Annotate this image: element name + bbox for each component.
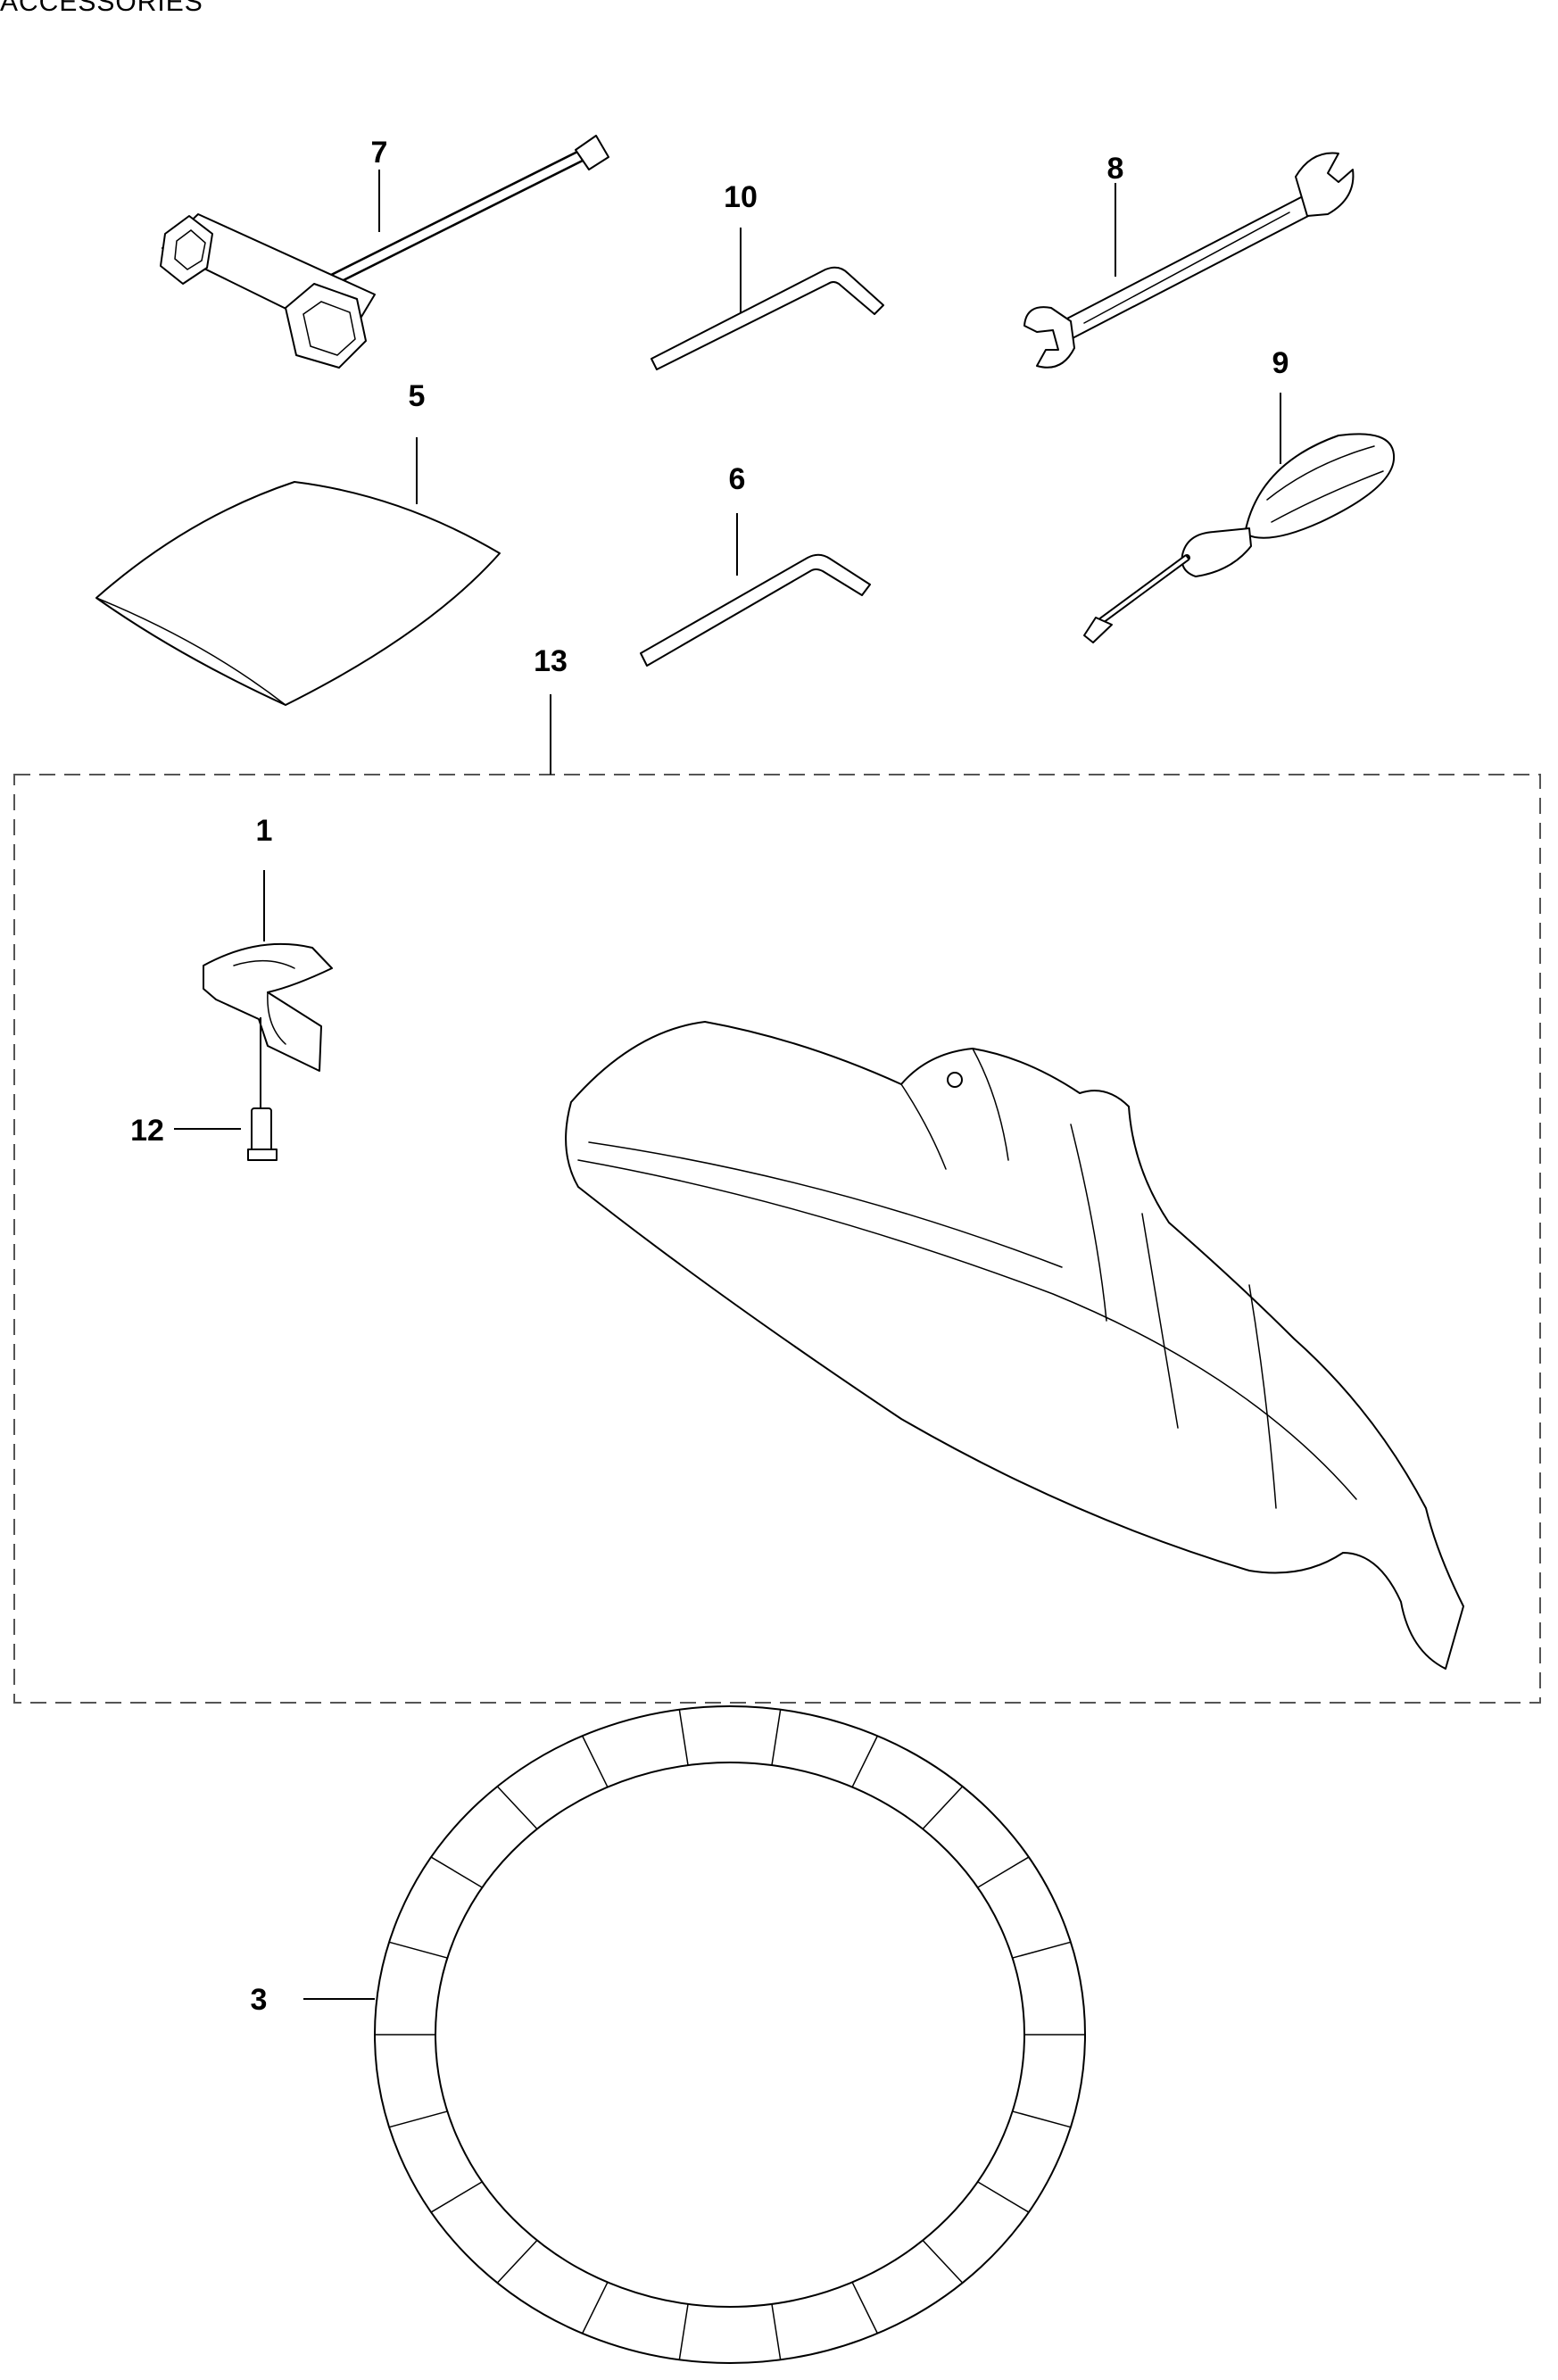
page-title: ACCESSORIES	[0, 0, 203, 17]
ring-segment-divider	[496, 1786, 538, 1830]
ring-segment-divider	[851, 1735, 879, 1788]
callout-7: 7	[371, 136, 388, 170]
ring-segment-divider	[388, 1941, 449, 1959]
ring-segment-divider	[976, 1856, 1030, 1888]
callout-9: 9	[1272, 346, 1289, 380]
ring-segment-divider	[581, 1735, 609, 1788]
ring-segment-divider	[388, 2110, 449, 2128]
part-13-trimmer-guard	[565, 1021, 1464, 1670]
ring-segment-divider	[771, 1708, 782, 1766]
ring-segment-divider	[1011, 2110, 1072, 2128]
ring-segment-divider	[678, 2303, 689, 2361]
ring-segment-divider	[430, 2181, 484, 2213]
ring-segment-divider	[771, 2303, 782, 2361]
part-12-screw	[247, 1017, 278, 1161]
callout-5: 5	[409, 379, 426, 413]
callout-12: 12	[130, 1114, 164, 1148]
part-10-hex-key	[651, 266, 884, 370]
part-5-tool-bag	[95, 481, 501, 706]
ring-segment-divider	[496, 2239, 538, 2284]
callout-13: 13	[534, 644, 568, 678]
ring-segment-divider	[976, 2181, 1030, 2213]
callout-8: 8	[1107, 152, 1124, 186]
callout-1: 1	[256, 814, 273, 848]
ring-segment-divider	[1011, 1941, 1072, 1959]
ring-segment-divider	[922, 1786, 964, 1830]
part-3-segmented-ring	[374, 1705, 1086, 2364]
part-6-hex-key	[640, 553, 871, 667]
callout-6: 6	[729, 462, 746, 496]
ring-segment-divider	[851, 2281, 879, 2334]
ring-segment-divider	[430, 1856, 484, 1888]
callout-3: 3	[251, 1983, 268, 2017]
ring-segment-divider	[922, 2239, 964, 2284]
part-9-screwdriver	[1083, 433, 1396, 643]
kit-boundary	[13, 774, 1541, 1704]
callout-10: 10	[724, 180, 758, 214]
part-8-open-end-spanner	[1023, 152, 1355, 369]
ring-segment-divider	[678, 1708, 689, 1766]
part-1-clamp-bracket	[203, 943, 333, 1072]
ring-segment-divider	[581, 2281, 609, 2334]
part-7-combination-wrench	[160, 135, 609, 369]
